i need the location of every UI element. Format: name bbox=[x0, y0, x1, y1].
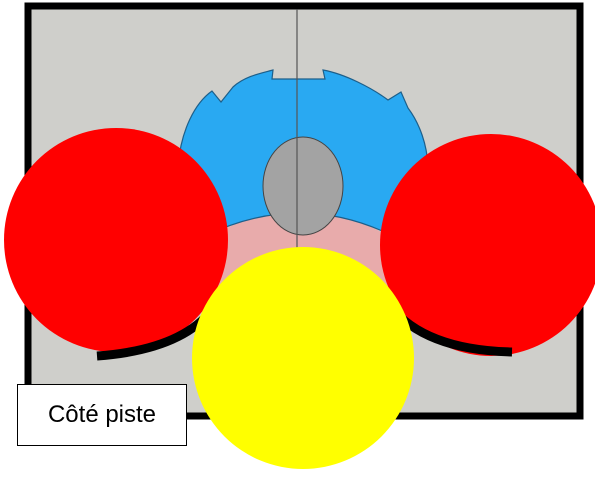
left-red-ball bbox=[4, 128, 228, 352]
grey-hub bbox=[262, 136, 344, 236]
track-side-label: Côté piste bbox=[47, 401, 157, 428]
right-red-ball bbox=[380, 134, 595, 356]
yellow-ball bbox=[192, 247, 414, 469]
track-side-label-box: Côté piste bbox=[17, 384, 187, 446]
